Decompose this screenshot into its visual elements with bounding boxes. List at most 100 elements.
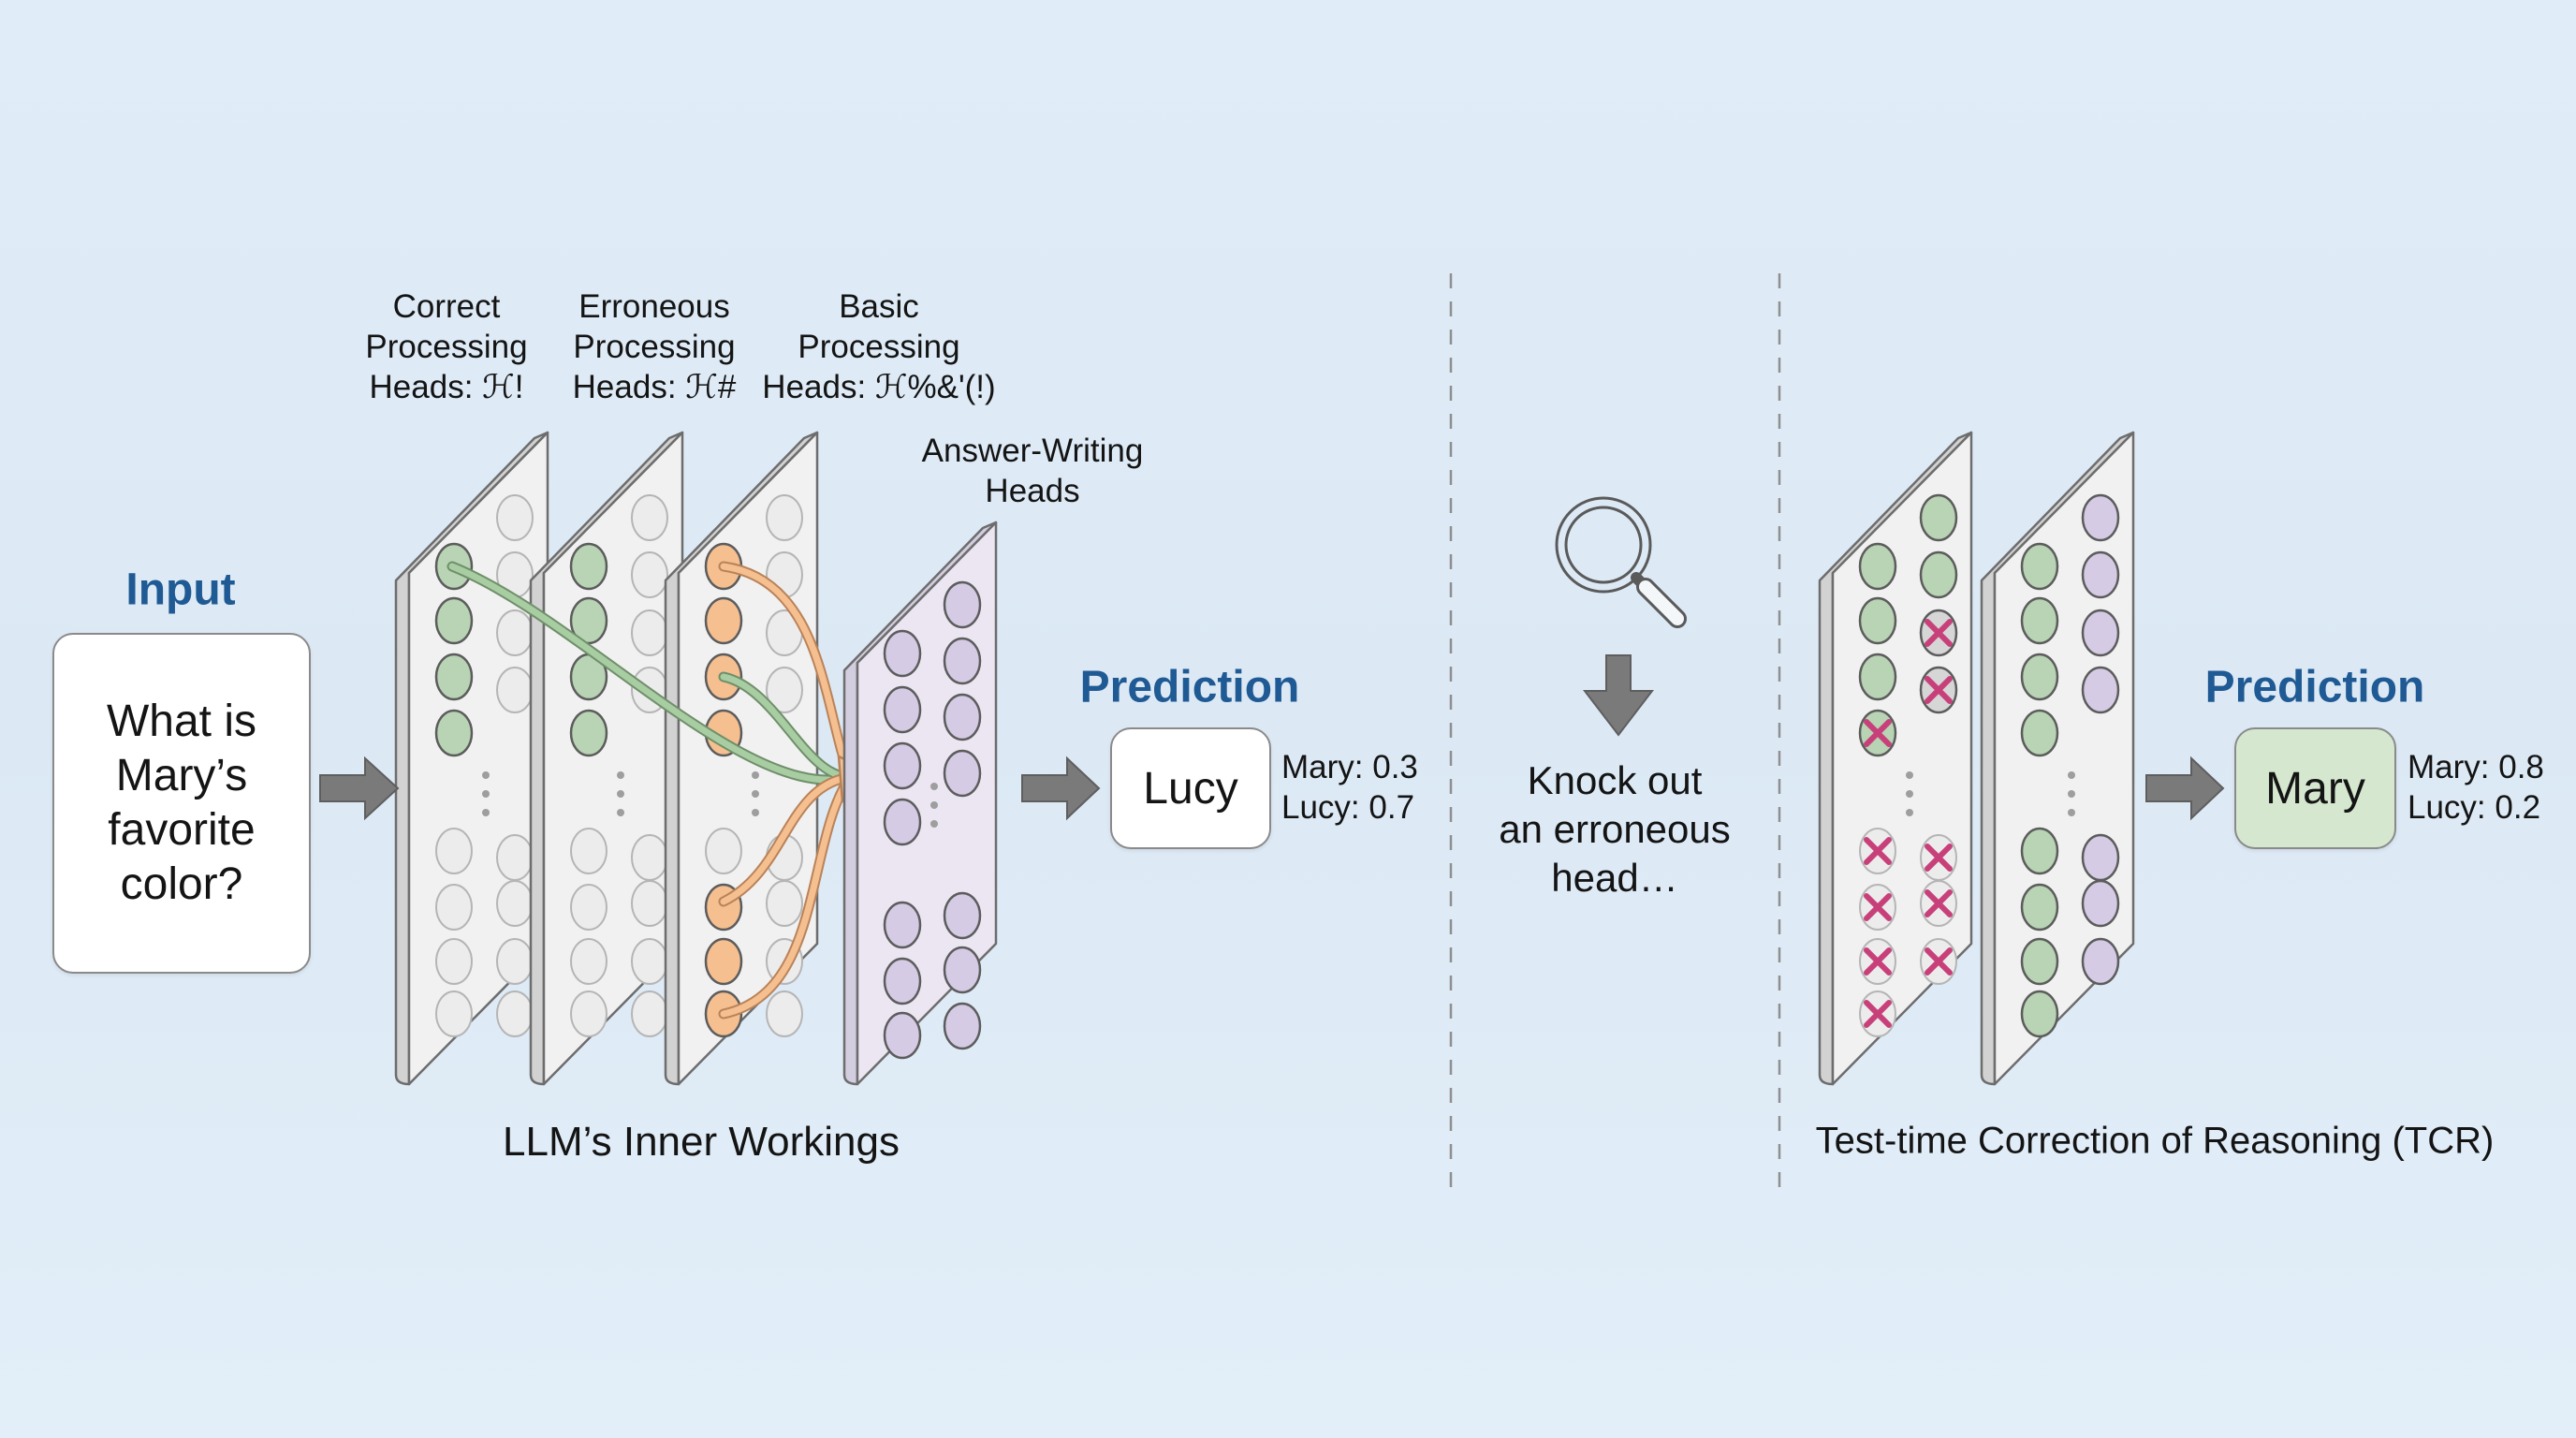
flow-arrows-group — [446, 561, 876, 1020]
empty-head — [766, 880, 803, 927]
basic-head-flow — [720, 773, 854, 905]
empty-head — [435, 828, 473, 874]
purple-head — [2081, 493, 2120, 542]
ellipsis-dot — [482, 771, 490, 779]
empty-head — [570, 938, 607, 985]
prediction-probabilities: Mary: 0.3 Lucy: 0.7 — [1281, 747, 1418, 828]
green-head — [2020, 937, 2059, 986]
purple-head — [2081, 550, 2120, 599]
ellipsis-dot — [1906, 771, 1913, 779]
purple-head — [883, 957, 922, 1005]
tcr-answer-layer — [1980, 431, 2135, 1086]
ellipsis-dot — [752, 809, 759, 816]
input-to-layers-arrow — [319, 756, 400, 821]
empty-head — [570, 990, 607, 1037]
knockout-x-icon — [1925, 889, 1953, 917]
knockout-x-icon — [1864, 947, 1892, 976]
knockout-x-icon — [1864, 837, 1892, 865]
label-line: Heads: ℋ# — [572, 369, 737, 405]
purple-head — [943, 749, 982, 798]
empty-head — [631, 494, 668, 541]
green-head — [569, 709, 608, 757]
empty-head — [766, 494, 803, 541]
empty-head — [631, 990, 668, 1037]
empty-head — [496, 667, 534, 713]
correct-head-flow — [448, 563, 854, 784]
purple-head — [883, 1011, 922, 1060]
ellipsis-dot — [617, 809, 624, 816]
question-line: What is — [106, 697, 257, 746]
prediction-value: Mary — [2265, 763, 2365, 814]
input-title: Input — [125, 565, 236, 615]
knockout-x-icon — [1925, 844, 1953, 872]
prediction-title: Prediction — [1079, 662, 1300, 712]
correct-head-flow — [720, 673, 854, 781]
ellipsis-dot — [617, 790, 624, 798]
layer-edge — [529, 431, 684, 1086]
purple-head — [943, 580, 982, 629]
knockout-x-icon — [1925, 947, 1953, 976]
tcr-to-prediction-arrow — [2145, 756, 2225, 821]
question-line: favorite — [108, 805, 256, 855]
empty-head — [435, 884, 473, 931]
tcr-caption: Test-time Correction of Reasoning (TCR) — [1815, 1120, 2495, 1162]
purple-head — [2081, 879, 2120, 928]
purple-head — [883, 741, 922, 790]
empty-head — [766, 990, 803, 1037]
probability-lucy: Lucy: 0.7 — [1281, 789, 1415, 826]
basic-head-flow — [720, 773, 854, 1018]
label-line: Processing — [573, 329, 736, 365]
knockout-text: Knock out an erroneous head… — [1499, 756, 1731, 902]
empty-head — [570, 828, 607, 874]
knockout-x-icon — [1864, 719, 1892, 747]
prediction-value: Lucy — [1143, 763, 1238, 814]
tcr-processing-layer — [1818, 431, 1973, 1086]
label-line: Processing — [798, 329, 960, 365]
ellipsis-dot — [752, 790, 759, 798]
answer-writing-heads-label: Answer-Writing Heads — [922, 431, 1144, 511]
tcr-layers-group — [1818, 431, 2135, 1086]
green-head — [2020, 990, 2059, 1038]
empty-head — [631, 834, 668, 881]
green-head — [2020, 596, 2059, 645]
knockout-line: Knock out — [1527, 758, 1703, 802]
basic-processing-layer — [664, 431, 819, 1086]
orange-head — [704, 937, 743, 986]
answer-writing-layer — [842, 521, 998, 1086]
empty-head — [631, 609, 668, 656]
green-head — [1858, 542, 1897, 591]
empty-head — [705, 828, 742, 874]
purple-head — [943, 1002, 982, 1050]
green-head — [2020, 653, 2059, 701]
knockout-x-icon — [1925, 676, 1953, 704]
layer-edge — [664, 431, 819, 1086]
ellipsis-dot — [482, 809, 490, 816]
layer-edge — [394, 431, 549, 1086]
basic-head-flow — [720, 563, 854, 781]
question-line: color? — [120, 859, 243, 909]
correct-processing-layer — [394, 431, 549, 1086]
tcr-prediction-probabilities: Mary: 0.8 Lucy: 0.2 — [2408, 747, 2544, 828]
green-head — [569, 542, 608, 591]
label-line: Processing — [365, 329, 528, 365]
probability-mary: Mary: 0.8 — [2408, 749, 2544, 785]
green-head — [434, 709, 474, 757]
green-head — [434, 596, 474, 645]
empty-head — [496, 880, 534, 927]
correct-heads-label: Correct Processing Heads: ℋ! — [365, 286, 527, 407]
green-head — [1919, 493, 1958, 542]
input-question-text: What is Mary’s favorite color? — [107, 695, 256, 912]
purple-head — [883, 798, 922, 846]
ellipsis-dot — [930, 801, 938, 809]
label-line: Erroneous — [578, 288, 730, 325]
purple-head — [883, 901, 922, 949]
magnifier-icon — [1555, 496, 1687, 628]
purple-head — [943, 891, 982, 940]
purple-head — [883, 685, 922, 734]
green-head — [2020, 709, 2059, 757]
answer-layer-group — [842, 521, 998, 1086]
empty-head — [435, 990, 473, 1037]
layer-edge — [1818, 431, 1973, 1086]
ellipsis-dot — [2068, 771, 2075, 779]
green-head — [2020, 883, 2059, 932]
